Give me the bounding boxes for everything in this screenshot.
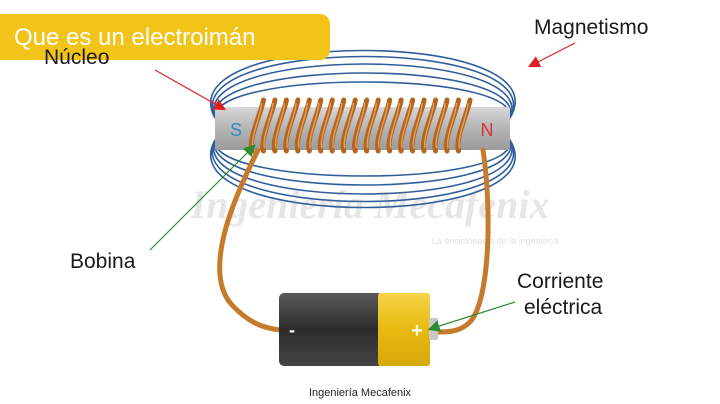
battery-negative-body — [279, 293, 383, 366]
pointer-arrows — [149, 42, 576, 332]
current-pointer-arrow — [427, 301, 516, 332]
title-banner — [0, 14, 330, 60]
core-pointer-arrow — [154, 69, 227, 111]
core-label: Núcleo — [44, 46, 110, 69]
credit-caption: Ingeniería Mecafenix — [308, 387, 412, 399]
coil-turn-highlight — [412, 102, 423, 149]
north-pole-label: N — [481, 120, 494, 140]
watermark-brand: Ingeniería Mecafenix — [190, 182, 550, 227]
title-banner-text: Que es un electroimán — [14, 24, 256, 51]
battery-negative-sign: - — [289, 320, 295, 340]
magnetism-pointer-arrow — [527, 42, 576, 68]
coil-turn-highlight — [366, 102, 377, 149]
coil-windings — [248, 97, 473, 154]
coil-label: Bobina — [70, 250, 136, 273]
coil-turn-highlight — [274, 102, 286, 149]
coil-turn-highlight — [446, 102, 458, 149]
field-lines-top — [210, 49, 516, 119]
wire-right — [435, 147, 491, 335]
coil-turn-highlight — [458, 102, 469, 149]
coil-turn-highlight — [309, 102, 320, 149]
current-label-line2: eléctrica — [524, 296, 603, 319]
coil-turn-highlight — [355, 102, 366, 149]
coil-turn-highlight — [423, 102, 435, 149]
coil-turn-highlight — [320, 102, 332, 149]
coil-turn-highlight — [286, 102, 297, 149]
coil-turn-highlight — [400, 102, 412, 149]
watermark: Ingeniería Mecafenix La enciclopedia de … — [190, 182, 559, 246]
coil-turn-highlight — [297, 102, 309, 149]
coil-turn-highlight — [263, 102, 274, 149]
wire-left — [217, 147, 283, 333]
wires — [217, 147, 491, 335]
coil-turn-highlight — [389, 102, 400, 149]
field-lines-bottom — [210, 139, 516, 209]
coil-turn-highlight — [343, 102, 354, 149]
current-label-line1: Corriente — [517, 270, 604, 293]
south-pole-label: S — [230, 120, 242, 140]
coil-turn-highlight — [332, 102, 343, 149]
battery-positive-sign: + — [411, 320, 423, 342]
battery: - + — [279, 293, 438, 366]
magnetism-label: Magnetismo — [534, 16, 649, 39]
watermark-tagline: La enciclopedia de la ingeniería — [432, 236, 559, 246]
coil-turn-highlight — [435, 102, 446, 149]
coil-turn-highlight — [378, 102, 389, 149]
battery-positive-body — [378, 293, 430, 366]
coil-pointer-arrow — [149, 144, 256, 251]
